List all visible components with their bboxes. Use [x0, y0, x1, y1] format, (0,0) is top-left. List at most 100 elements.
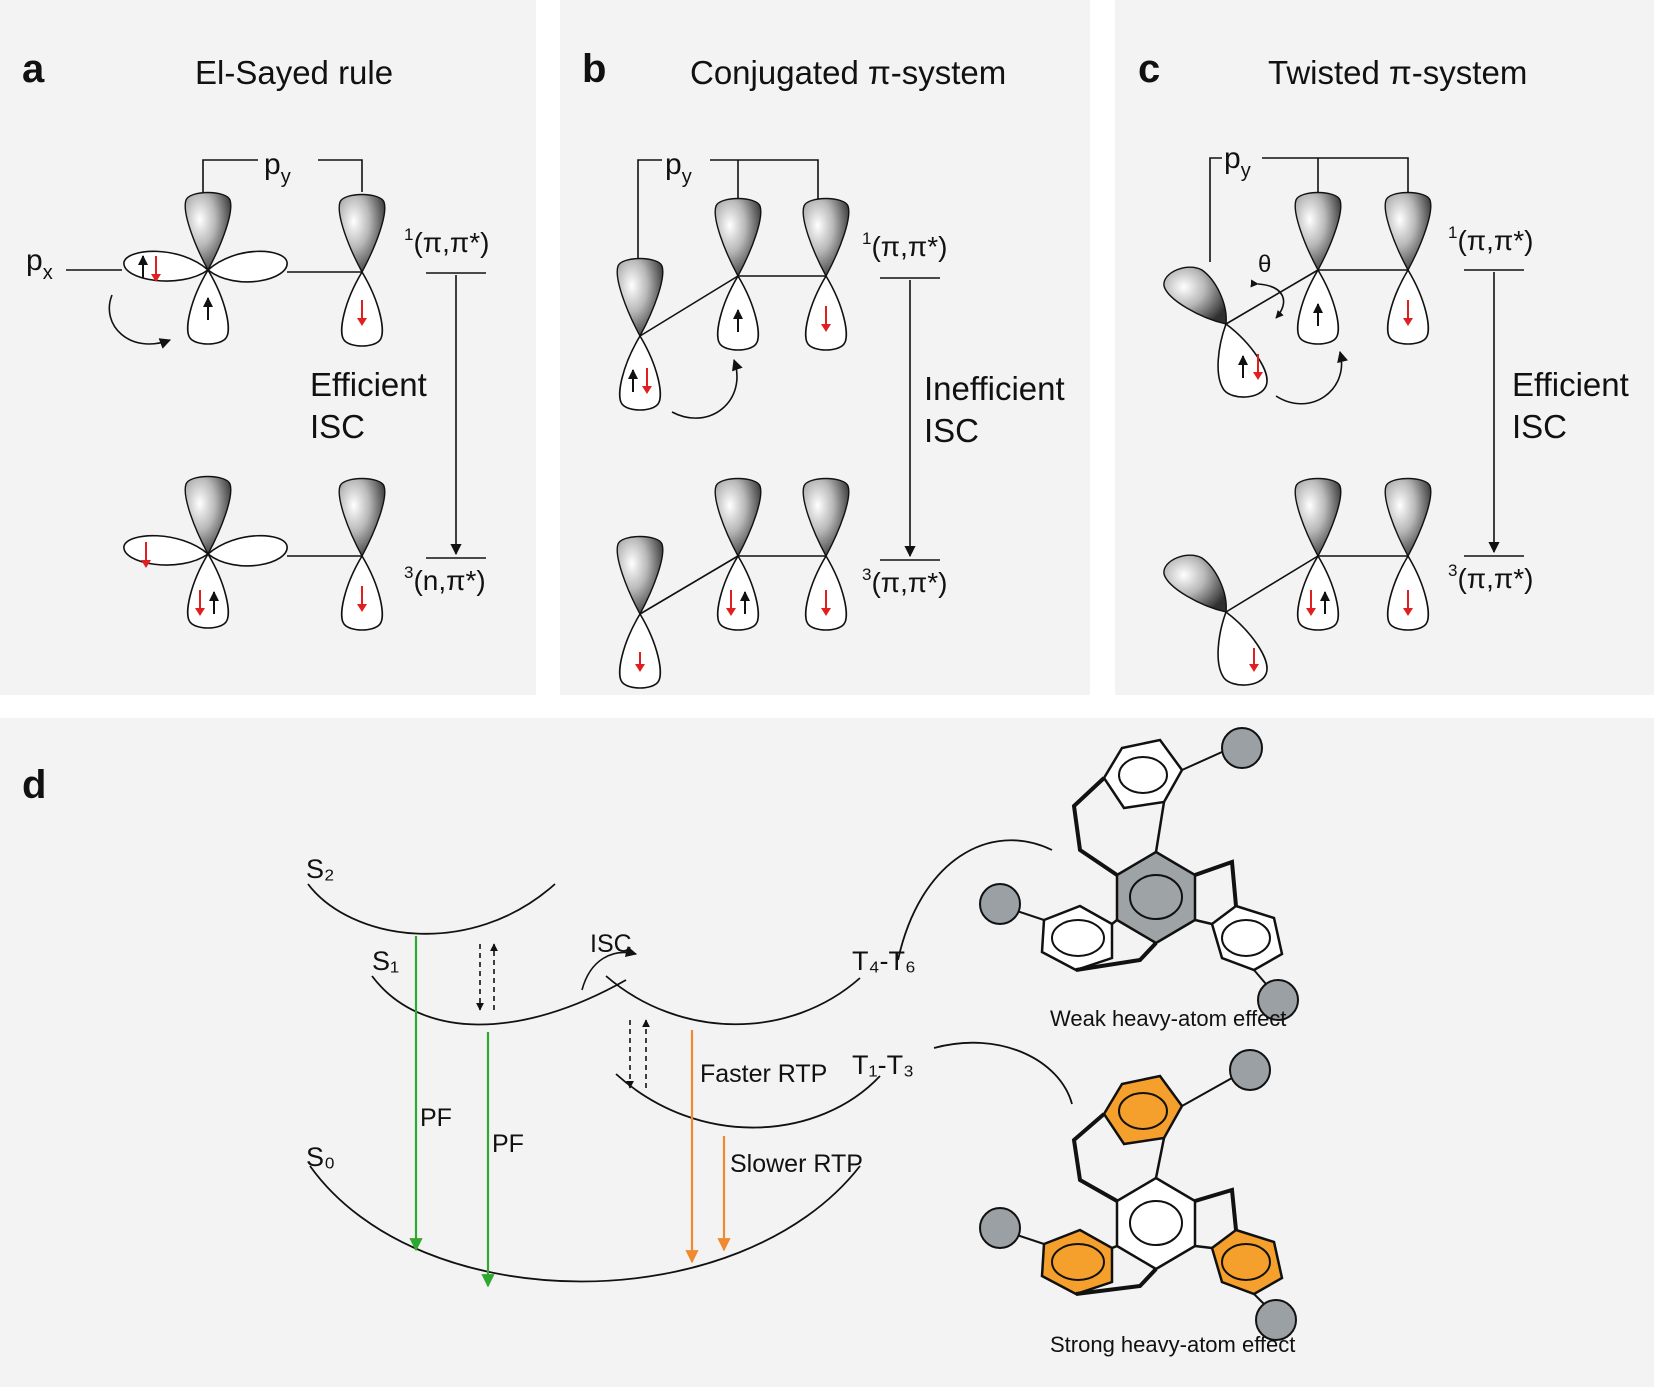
bond-to-sphere [1181, 1077, 1233, 1107]
right-ring-circle [1221, 919, 1271, 957]
n-orbital-left-lobe [123, 534, 210, 566]
s0-label: S₀ [306, 1142, 335, 1172]
triplet-state-label: 3(π,π*) [1448, 561, 1533, 594]
p-orbital-2-top-lobe [338, 477, 386, 558]
pf-label-1: PF [420, 1104, 452, 1132]
t1t3-label: T₁-T₃ [852, 1050, 914, 1080]
left-ring-circle [1051, 1243, 1105, 1281]
strong-effect-label: Strong heavy-atom effect [1050, 1332, 1295, 1357]
twisted-p-orbital-top-lobe [1163, 266, 1227, 325]
connector-upper [897, 839, 1053, 961]
panel-a-background [0, 0, 536, 695]
bridge [1194, 1187, 1238, 1231]
spin-down-head [1403, 318, 1413, 326]
bridge [1194, 859, 1238, 907]
s1-label: S₁ [372, 946, 399, 976]
bridge [1071, 776, 1119, 877]
left-ring-circle [1051, 919, 1105, 957]
py-bracket [1209, 157, 1409, 262]
bond [1194, 1244, 1213, 1250]
bridge [1071, 1112, 1118, 1203]
isc-label: ISC [310, 408, 365, 445]
p-orbital-3-top-lobe [802, 477, 850, 558]
molecule-strong: Strong heavy-atom effect [979, 1049, 1297, 1357]
spin-down-head [1306, 608, 1316, 616]
px-label: px [26, 244, 53, 284]
left-ring [1040, 1228, 1114, 1296]
panel-a: a El-Sayed rule py px [22, 47, 489, 631]
p-orbital-3-top-lobe [802, 197, 850, 278]
right-ring-circle [1221, 1243, 1271, 1281]
panel-d: d S₂ S₁ S₀ T₄-T₆ T₁-T₃ ISC PF PF Faster … [22, 727, 1299, 1357]
py-bracket [637, 159, 819, 262]
p-orbital-top-lobe [184, 475, 232, 556]
heavy-atom-sphere [1257, 979, 1299, 1021]
heavy-atom-sphere [979, 1207, 1021, 1249]
panel-d-background [0, 718, 1654, 1387]
bond [1111, 1244, 1118, 1250]
p-orbital-2-top-lobe [1294, 477, 1342, 558]
p-orbital-2-top-lobe [1294, 191, 1342, 272]
panel-a-title: El-Sayed rule [195, 54, 393, 91]
spin-down-head [642, 386, 652, 394]
s2-label: S₂ [306, 854, 335, 884]
isc-label: ISC [590, 930, 632, 958]
heavy-atom-sphere [1221, 727, 1263, 769]
isc-label: ISC [924, 412, 979, 449]
central-ring-aromatic-circle [1129, 1200, 1183, 1246]
bond [1225, 555, 1319, 613]
bond-to-sphere [1181, 751, 1223, 771]
isc-efficiency-label: Efficient [310, 366, 427, 403]
spin-down-head [357, 604, 367, 612]
twist-angle-label: θ [1258, 251, 1271, 278]
slower-rtp-label: Slower RTP [730, 1150, 863, 1178]
isc-efficiency-label: Inefficient [924, 370, 1065, 407]
p-orbital-2-top-lobe [338, 193, 386, 274]
t4t6-curve [605, 975, 861, 1026]
spin-down-head [141, 560, 151, 568]
n-orbital-right-lobe [206, 534, 288, 567]
p-orbital-1-top-lobe [616, 257, 664, 338]
s0-curve [309, 1165, 861, 1283]
py-label: py [264, 148, 291, 188]
bond [1154, 801, 1166, 853]
heavy-atom-sphere [1229, 1049, 1271, 1091]
bridge [1075, 1267, 1158, 1296]
spin-down-head [357, 318, 367, 326]
p-orbital-2-top-lobe [714, 477, 762, 558]
heavy-atom-sphere [979, 883, 1021, 925]
p-orbital-2-top-lobe [714, 197, 762, 278]
panel-b-title: Conjugated π-system [690, 54, 1006, 91]
p-orbital-top-lobe [184, 191, 232, 272]
spin-down-head [1253, 372, 1263, 380]
triplet-state-label: 3(n,π*) [404, 563, 486, 596]
bond-to-sphere [1253, 969, 1267, 985]
transition-curved-arrow [108, 294, 172, 349]
py-label: py [1224, 142, 1251, 182]
singlet-state-label: 1(π,π*) [404, 225, 489, 258]
panel-c: c Twisted π-system py θ [1138, 47, 1629, 686]
py-bracket [202, 159, 363, 192]
spin-down-head [195, 608, 205, 616]
p-orbital-1-bottom-lobe [618, 612, 662, 689]
bond [639, 555, 739, 615]
molecule-weak: Weak heavy-atom effect [979, 727, 1299, 1031]
left-ring [1040, 904, 1114, 972]
isc-efficiency-label: Efficient [1512, 366, 1629, 403]
spin-down-head [151, 274, 161, 282]
top-ring-circle [1118, 756, 1168, 794]
panel-a-letter: a [22, 47, 45, 91]
isc-curved-arrow [581, 946, 638, 991]
singlet-state-label: 1(π,π*) [862, 229, 947, 262]
s2-curve [307, 883, 556, 935]
isc-label: ISC [1512, 408, 1567, 445]
p-orbital-1-top-lobe [616, 535, 664, 616]
pf-label-2: PF [492, 1130, 524, 1158]
top-ring-circle [1118, 1092, 1168, 1130]
panel-b-letter: b [582, 47, 606, 91]
bridge [1075, 941, 1158, 972]
panel-c-title: Twisted π-system [1268, 54, 1527, 91]
panel-b: b Conjugated π-system py [582, 47, 1065, 689]
bond [1194, 918, 1213, 926]
